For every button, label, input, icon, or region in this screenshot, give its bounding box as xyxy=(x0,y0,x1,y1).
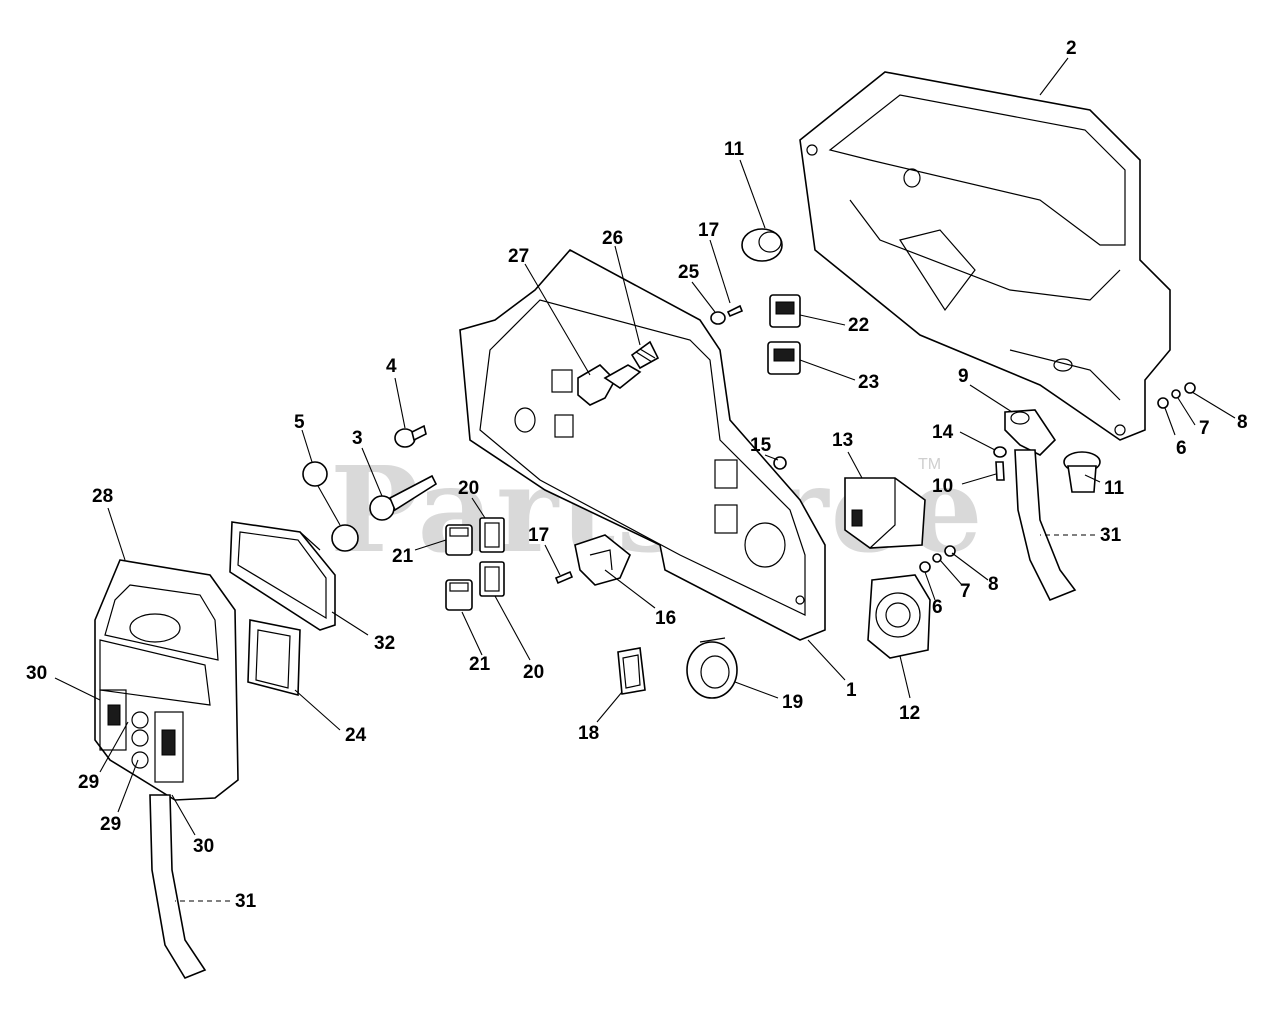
part-11-grommet-top[interactable] xyxy=(741,228,783,262)
part-31-wiring-harness-right[interactable] xyxy=(1014,449,1077,602)
callout-4: 4 xyxy=(386,356,397,377)
watermark-trademark: TM xyxy=(918,456,942,473)
part-25-washer[interactable] xyxy=(710,311,726,325)
callout-9: 9 xyxy=(958,366,969,387)
callout-10: 10 xyxy=(932,476,953,497)
callout-28: 28 xyxy=(92,486,113,507)
part-24-circuit-board[interactable] xyxy=(247,619,301,697)
callout-6: 6 xyxy=(932,597,943,618)
part-28-front-cover[interactable] xyxy=(94,559,239,801)
callout-19: 19 xyxy=(782,692,803,713)
callout-2: 2 xyxy=(1066,38,1077,59)
part-32-display[interactable] xyxy=(229,521,336,631)
callout-32: 32 xyxy=(374,633,395,654)
part-21-button-bottom[interactable] xyxy=(445,579,473,611)
callout-21: 21 xyxy=(469,654,491,675)
callout-22: 22 xyxy=(848,315,869,336)
callout-5: 5 xyxy=(294,412,305,433)
part-21-button-top[interactable] xyxy=(445,524,473,556)
callout-16: 16 xyxy=(655,608,676,629)
callout-23: 23 xyxy=(858,372,879,393)
callout-8: 8 xyxy=(988,574,999,595)
part-5-cap[interactable] xyxy=(302,461,359,552)
part-26-spring[interactable] xyxy=(630,340,660,370)
part-3-switch[interactable] xyxy=(369,474,438,521)
callout-17: 17 xyxy=(528,525,549,546)
part-20-bezel-bottom[interactable] xyxy=(479,561,505,597)
callout-3: 3 xyxy=(352,428,363,449)
callout-31: 31 xyxy=(1100,525,1122,546)
callout-12: 12 xyxy=(899,703,920,724)
part-19-round-receptacle[interactable] xyxy=(686,637,738,699)
part-17-screw-top[interactable] xyxy=(726,304,744,318)
part-20-bezel-top[interactable] xyxy=(479,517,505,553)
part-1-control-panel[interactable] xyxy=(459,248,826,641)
leader-lines xyxy=(54,57,1236,902)
part-18-cover[interactable] xyxy=(617,647,646,695)
part-31-wiring-harness-left[interactable] xyxy=(149,794,207,979)
callout-8: 8 xyxy=(1237,412,1248,433)
part-16-clamp[interactable] xyxy=(574,534,631,586)
part-17-screw-bottom[interactable] xyxy=(554,570,574,585)
part-11-grommet-bottom[interactable] xyxy=(1063,451,1101,493)
callout-17: 17 xyxy=(698,220,719,241)
callout-18: 18 xyxy=(578,723,599,744)
callout-29: 29 xyxy=(100,814,121,835)
callout-7: 7 xyxy=(960,581,971,602)
part-13-receptacle[interactable] xyxy=(844,477,926,549)
callout-13: 13 xyxy=(832,430,853,451)
part-2-rear-housing[interactable] xyxy=(799,71,1171,441)
callout-20: 20 xyxy=(523,662,544,683)
callout-25: 25 xyxy=(678,262,700,283)
part-23-switch[interactable] xyxy=(767,341,801,375)
callout-1: 1 xyxy=(846,680,857,701)
callout-29: 29 xyxy=(78,772,99,793)
callout-labels: 2 11 17 26 27 25 22 23 4 5 3 15 13 9 14 … xyxy=(26,38,1248,912)
callout-11: 11 xyxy=(724,139,745,160)
part-27-breaker[interactable] xyxy=(577,363,642,406)
callout-24: 24 xyxy=(345,725,367,746)
callout-30: 30 xyxy=(193,836,214,857)
callout-30: 30 xyxy=(26,663,47,684)
part-10-screw[interactable] xyxy=(995,461,1005,481)
callout-7: 7 xyxy=(1199,418,1210,439)
part-22-switch[interactable] xyxy=(769,294,801,328)
callout-6: 6 xyxy=(1176,438,1187,459)
callout-20: 20 xyxy=(458,478,479,499)
callout-14: 14 xyxy=(932,422,954,443)
callout-27: 27 xyxy=(508,246,529,267)
part-hardware-upper[interactable] xyxy=(1157,382,1196,409)
part-hardware-lower[interactable] xyxy=(919,545,956,573)
part-14-washer[interactable] xyxy=(993,446,1007,458)
callout-26: 26 xyxy=(602,228,623,249)
callout-31: 31 xyxy=(235,891,257,912)
part-9-harness-clamp[interactable] xyxy=(1004,409,1057,456)
callout-15: 15 xyxy=(750,435,772,456)
callout-21: 21 xyxy=(392,546,414,567)
part-12-twist-lock-receptacle[interactable] xyxy=(867,574,931,659)
part-4-fitting[interactable] xyxy=(394,424,427,448)
callout-11: 11 xyxy=(1104,478,1125,499)
